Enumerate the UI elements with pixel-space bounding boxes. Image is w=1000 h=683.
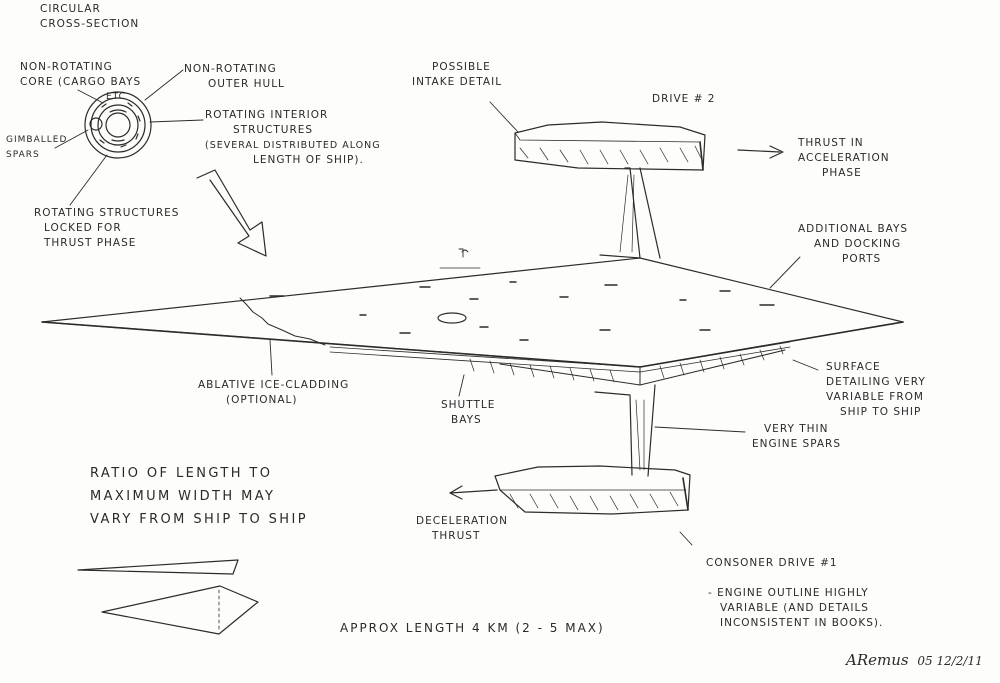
thrust-accel-line1: Thrust in bbox=[798, 137, 864, 149]
main-hull bbox=[41, 248, 904, 386]
decel-line2: thrust bbox=[432, 530, 481, 542]
additional-bays-label: Additional bays and docking ports bbox=[798, 222, 908, 267]
ratio-label: Ratio of length to maximum width may var… bbox=[90, 462, 308, 531]
core-line3: etc bbox=[106, 92, 126, 102]
shuttle-line2: bays bbox=[451, 414, 482, 426]
drive-2-text: Drive # 2 bbox=[652, 93, 716, 105]
title-line1: Circular bbox=[40, 3, 101, 15]
interior-line1: Rotating interior bbox=[205, 109, 329, 121]
spars-label: Gimballed spars bbox=[6, 133, 67, 163]
intake-line2: intake detail bbox=[412, 76, 503, 88]
engine-spars-label: Very thin engine spars bbox=[752, 422, 841, 452]
bays-line2: and docking bbox=[814, 238, 902, 250]
surface-line2: detailing very bbox=[826, 376, 926, 388]
thrust-accel-line2: acceleration bbox=[798, 152, 890, 164]
bays-line1: Additional bays bbox=[798, 223, 909, 235]
surface-detailing-label: Surface detailing very variable from shi… bbox=[826, 360, 926, 420]
spars-line1: Gimballed bbox=[6, 135, 68, 145]
intake-line1: Possible bbox=[432, 61, 491, 73]
ratio-line1: Ratio of length to bbox=[90, 466, 273, 481]
surface-line3: variable from bbox=[826, 391, 924, 403]
decel-line1: Deceleration bbox=[416, 515, 509, 527]
thrust-accel-line3: phase bbox=[822, 167, 862, 179]
ratio-diagrams bbox=[77, 559, 259, 635]
drive-2-label: Drive # 2 bbox=[652, 92, 715, 107]
lower-engine-spar bbox=[594, 384, 656, 477]
intake-label: Possible intake detail bbox=[412, 60, 502, 90]
ablative-label: Ablative ice-cladding (optional) bbox=[198, 378, 349, 408]
cross-section-leaders bbox=[54, 69, 204, 206]
surface-line4: ship to ship bbox=[840, 406, 922, 418]
cross-section-title: Circular Cross-section bbox=[40, 2, 139, 32]
drive-1-label: Consoner drive #1 bbox=[706, 556, 838, 571]
deceleration-label: Deceleration thrust bbox=[416, 514, 508, 544]
outer-hull-label: Non-rotating outer hull bbox=[184, 62, 285, 92]
thrust-arrows bbox=[449, 145, 784, 500]
ratio-line2: maximum width may bbox=[90, 489, 276, 504]
interior-line2: structures bbox=[233, 124, 314, 136]
title-line2: Cross-section bbox=[40, 18, 140, 30]
core-line2: core (cargo bays bbox=[20, 76, 142, 88]
locked-line1: Rotating structures bbox=[34, 207, 180, 219]
signature: ARemus 05 12/2/11 bbox=[846, 652, 983, 670]
core-line1: Non-rotating bbox=[20, 61, 113, 73]
hull-line1: Non-rotating bbox=[184, 63, 277, 75]
approx-length-label: Approx length 4 km (2 - 5 max) bbox=[340, 620, 605, 637]
signature-date: 05 12/2/11 bbox=[917, 654, 983, 668]
locked-label: Rotating structures locked for thrust ph… bbox=[34, 206, 179, 251]
shuttle-line1: Shuttle bbox=[441, 399, 496, 411]
label-leaders bbox=[269, 101, 819, 546]
upper-engine-spar bbox=[599, 167, 661, 259]
locked-line2: locked for bbox=[44, 222, 122, 234]
drive-2-engine bbox=[514, 121, 706, 171]
spars-thin-line2: engine spars bbox=[752, 438, 842, 450]
ablative-line2: (optional) bbox=[226, 394, 298, 406]
engine-outline-note: - Engine outline highly variable (and de… bbox=[708, 586, 883, 631]
engine-note-line1: - Engine outline highly bbox=[708, 587, 869, 599]
engine-note-line3: inconsistent in books). bbox=[720, 617, 884, 629]
interior-line4: length of ship). bbox=[253, 154, 364, 166]
engine-note-line2: variable (and details bbox=[720, 602, 869, 614]
ratio-line3: vary from ship to ship bbox=[90, 512, 308, 527]
ablative-line1: Ablative ice-cladding bbox=[198, 379, 350, 391]
spars-line2: spars bbox=[6, 150, 40, 160]
spars-thin-line1: Very thin bbox=[764, 423, 829, 435]
drive-1-engine bbox=[494, 465, 691, 515]
bays-line3: ports bbox=[842, 253, 882, 265]
interior-line3: (several distributed along bbox=[205, 140, 381, 151]
signature-name: ARemus bbox=[846, 651, 909, 669]
thrust-acceleration-label: Thrust in acceleration phase bbox=[798, 136, 890, 181]
cross-section-diagram bbox=[84, 91, 152, 159]
interior-label: Rotating interior structures (several di… bbox=[205, 108, 381, 168]
drive-1-text: Consoner drive #1 bbox=[706, 557, 838, 569]
surface-line1: Surface bbox=[826, 361, 881, 373]
core-label: Non-rotating core (cargo bays etc bbox=[20, 60, 141, 105]
shuttle-bays-label: Shuttle bays bbox=[441, 398, 495, 428]
hull-line2: outer hull bbox=[208, 78, 285, 90]
pointer-arrow bbox=[196, 169, 267, 257]
locked-line3: thrust phase bbox=[44, 237, 137, 249]
length-text: Approx length 4 km (2 - 5 max) bbox=[340, 621, 605, 635]
